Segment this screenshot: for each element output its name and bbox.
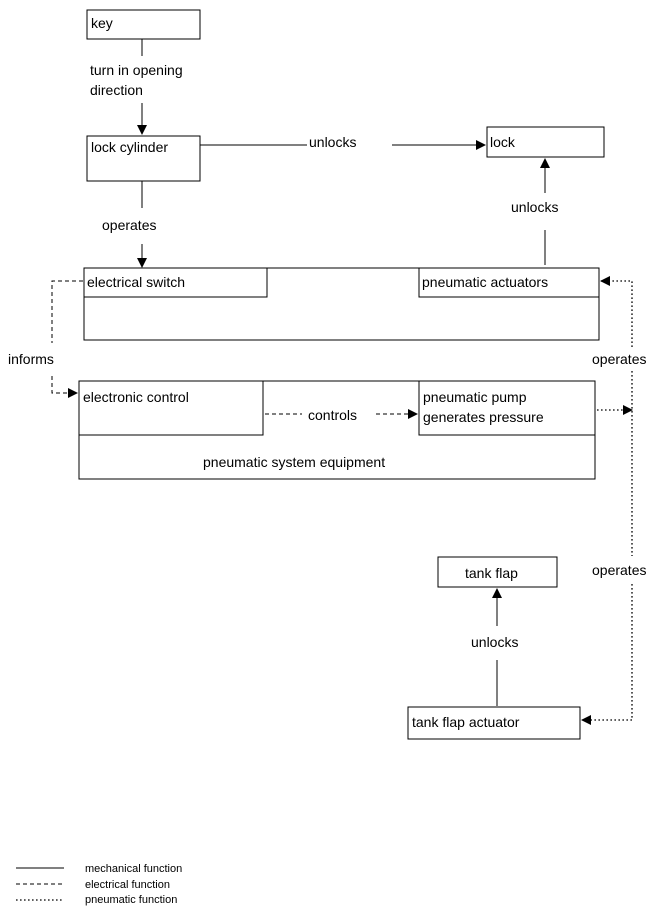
lock-cylinder-box	[86, 135, 201, 182]
operates-switch-label: operates	[102, 217, 156, 233]
key-label: key	[91, 15, 113, 31]
electronic-control-label: electronic control	[83, 389, 189, 405]
unlocks-top-label: unlocks	[309, 134, 356, 150]
legend-mechanical-label: mechanical function	[85, 863, 182, 875]
electrical-switch-label: electrical switch	[87, 274, 185, 290]
lock-box	[486, 126, 605, 158]
electrical-switch-box	[83, 267, 268, 298]
lock-label: lock	[490, 134, 516, 150]
informs-label: informs	[8, 351, 54, 367]
pneumatic-pump-box	[418, 380, 596, 436]
tank-flap-box	[437, 556, 558, 588]
pneumatic-system-equipment-label: pneumatic system equipment	[203, 454, 385, 470]
operates-upper-label: operates	[592, 351, 646, 367]
legend-electrical-label: electrical function	[85, 879, 170, 891]
electronic-control-box	[78, 380, 264, 436]
unlocks-tank-flap-label: unlocks	[471, 634, 518, 650]
key-box	[86, 9, 201, 40]
operates-lower-label: operates	[592, 562, 646, 578]
pneumatic-pump-label-line1: pneumatic pump	[423, 389, 527, 405]
pneumatic-pump-label-line2: generates pressure	[423, 409, 544, 425]
operates-actuators-arrow	[600, 276, 633, 347]
controls-label: controls	[308, 407, 357, 423]
legend: mechanical function electrical function …	[16, 863, 182, 906]
informs-connector-top	[51, 280, 83, 343]
pneumatic-actuators-box	[418, 267, 600, 298]
lock-cylinder-label: lock cylinder	[91, 139, 168, 155]
operates-tank-flap-actuator-arrow	[581, 584, 633, 725]
tank-flap-actuator-box	[407, 706, 581, 740]
unlocks-lock-label: unlocks	[511, 199, 558, 215]
turn-label-line1: turn in opening	[90, 62, 183, 78]
informs-arrow	[51, 376, 78, 398]
legend-pneumatic-label: pneumatic function	[85, 894, 177, 906]
pneumatic-actuators-label: pneumatic actuators	[422, 274, 548, 290]
tank-flap-label: tank flap	[465, 565, 518, 581]
tank-flap-actuator-label: tank flap actuator	[412, 714, 520, 730]
turn-label-line2: direction	[90, 82, 143, 98]
